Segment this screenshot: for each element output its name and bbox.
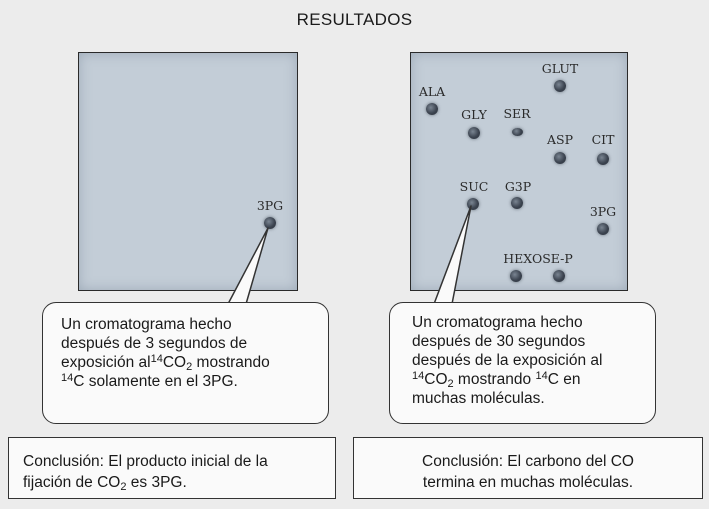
isotope-superscript: 14 — [535, 370, 548, 382]
conclusion-left: Conclusión: El producto inicial de la fi… — [8, 437, 336, 499]
isotope-superscript: 14 — [412, 370, 425, 382]
callout-right-line4-mid: mostrando — [453, 371, 536, 388]
callout-left-line1: Un cromatograma hecho — [61, 316, 232, 333]
co-text: CO — [424, 371, 448, 388]
spot-cit — [597, 153, 609, 165]
co-text: CO — [162, 354, 187, 371]
callout-30-seconds: Un cromatograma hecho después de 30 segu… — [389, 302, 656, 424]
spot-glut — [554, 80, 566, 92]
spot-label-ala: ALA — [418, 84, 446, 99]
callout-left-line2: después de 3 segundos de — [61, 335, 248, 352]
spot-label-suc: SUC — [459, 179, 489, 194]
spot-label-asp: ASP — [546, 132, 574, 147]
spot-label-g3p: G3P — [504, 179, 532, 194]
conclusion-right-line1: Conclusión: El carbono del CO — [422, 453, 634, 470]
conclusion-left-line1: Conclusión: El producto inicial de la — [23, 453, 268, 470]
callout-right-line3: después de la exposición al — [412, 352, 603, 369]
conclusion-right-line2: termina en muchas moléculas. — [422, 474, 634, 491]
callout-right-line5: muchas moléculas. — [412, 390, 545, 407]
spot-label-cit: CIT — [591, 132, 615, 147]
callout-right-line1: Un cromatograma hecho — [412, 314, 583, 331]
conclusion-right: Conclusión: El carbono del CO termina en… — [353, 437, 703, 499]
callout-left-line3b: mostrando — [192, 354, 270, 371]
subscript-2: 2 — [447, 378, 454, 390]
subscript-2: 2 — [186, 361, 193, 373]
spot-ala — [426, 103, 438, 115]
callout-3-seconds: Un cromatograma hecho después de 3 segun… — [42, 302, 329, 424]
chromatogram-3-seconds — [78, 52, 298, 291]
conclusion-left-line2b: es 3PG. — [126, 474, 187, 491]
spot-label-3pg: 3PG — [256, 198, 284, 213]
spot-suc — [467, 198, 479, 210]
page-title: RESULTADOS — [296, 10, 413, 29]
spot-label-ser: SER — [503, 106, 531, 121]
callout-right-line4-end: C en — [547, 371, 581, 388]
spot-g3p — [511, 197, 523, 209]
callout-left-line3a: exposición al — [61, 354, 151, 371]
subscript-2: 2 — [120, 481, 127, 493]
isotope-superscript: 14 — [150, 353, 163, 365]
spot-ser — [512, 128, 523, 136]
spot-asp — [554, 152, 566, 164]
callout-left-line4: C solamente en el 3PG. — [73, 373, 238, 390]
spot-hexose-p-2 — [553, 270, 565, 282]
spot-label-glut: GLUT — [541, 61, 579, 76]
callout-right-line2: después de 30 segundos — [412, 333, 586, 350]
isotope-superscript: 14 — [61, 372, 74, 384]
spot-label-3pg-right: 3PG — [589, 204, 617, 219]
spot-hexose-p-1 — [510, 270, 522, 282]
conclusion-left-line2a: fijación de CO — [23, 474, 121, 491]
spot-label-hexose-p: HEXOSE-P — [503, 251, 573, 266]
spot-label-gly: GLY — [461, 107, 487, 122]
spot-3pg — [264, 217, 276, 229]
spot-gly — [468, 127, 480, 139]
spot-3pg-right — [597, 223, 609, 235]
